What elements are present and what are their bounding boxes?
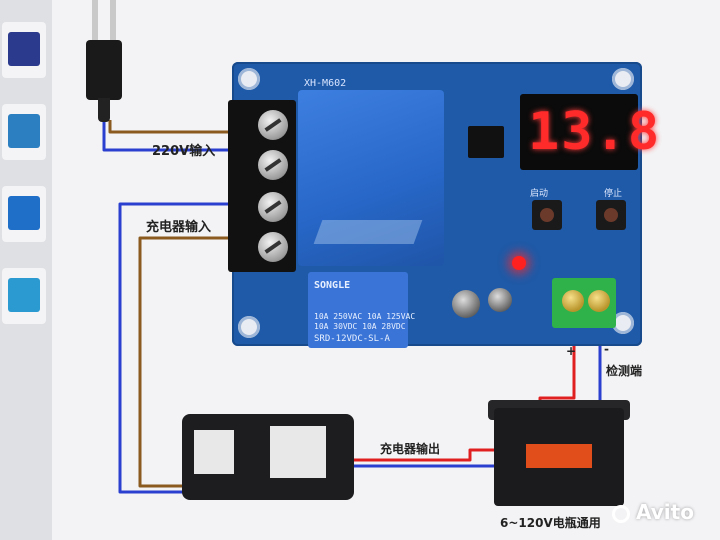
battery-note-label: 6~120V电瓶通用 <box>500 516 601 530</box>
negative-label: - <box>604 342 609 356</box>
mount-hole <box>612 68 634 90</box>
charger-wire-blue <box>118 202 250 494</box>
capacitor <box>488 288 512 312</box>
mains-input-label: 220V输入 <box>152 144 216 159</box>
thumbnail[interactable] <box>2 22 46 78</box>
stop-button[interactable] <box>596 200 626 230</box>
start-button-label: 启动 <box>530 189 549 199</box>
plug-prong <box>92 0 98 42</box>
charger-output-label: 充电器输出 <box>380 442 441 456</box>
power-plug <box>80 0 128 122</box>
mains-wire-brown <box>108 120 250 134</box>
battery-sticker <box>526 444 592 468</box>
detect-screw-positive <box>562 290 584 312</box>
detect-terminal-label: 检测端 <box>606 364 643 378</box>
mount-hole <box>238 316 260 338</box>
plug-body <box>86 40 122 100</box>
charger-sticker <box>270 426 326 478</box>
plug-cable <box>98 98 110 122</box>
charger-input-label: 充电器输入 <box>146 220 212 235</box>
start-button[interactable] <box>532 200 562 230</box>
avito-logo-icon <box>612 505 630 523</box>
terminal-screw <box>258 150 288 180</box>
thumbnail[interactable] <box>2 268 46 324</box>
plug-prong <box>110 0 116 42</box>
detect-screw-negative <box>588 290 610 312</box>
screw-terminal-block <box>228 100 296 272</box>
capacitor <box>452 290 480 318</box>
status-led <box>512 256 526 270</box>
relay: SONGLE 10A 250VAC 10A 125VAC 10A 30VDC 1… <box>308 272 415 348</box>
positive-label: + <box>566 344 577 358</box>
relay-model: SRD-12VDC-SL-A <box>314 334 390 344</box>
mains-wire-blue <box>102 120 250 152</box>
voltage-reading: 13.8 <box>528 102 662 162</box>
terminal-screw <box>258 232 288 262</box>
relay-brand: SONGLE <box>314 280 351 291</box>
thumbnail[interactable] <box>2 104 46 160</box>
detect-terminal-block <box>552 278 616 328</box>
thumbnail[interactable] <box>2 186 46 242</box>
charger-socket <box>194 430 234 474</box>
terminal-screw <box>258 192 288 222</box>
voltage-display: 13.8 <box>520 94 662 170</box>
terminal-screw <box>258 110 288 140</box>
relay-rating-2: 10A 30VDC 10A 28VDC <box>314 322 406 331</box>
watermark: Avito <box>636 500 694 524</box>
charger-unit <box>182 414 354 500</box>
microcontroller-chip <box>468 126 504 158</box>
relay-rating-1: 10A 250VAC 10A 125VAC <box>314 312 416 321</box>
board-model-label: XH-M602 <box>304 78 347 89</box>
thumbnail-strip <box>0 0 52 540</box>
stop-button-label: 停止 <box>604 189 623 199</box>
transformer <box>298 90 444 266</box>
mount-hole <box>238 68 260 90</box>
battery <box>494 408 624 506</box>
mount-hole <box>612 312 634 334</box>
charger-wire-brown <box>138 236 250 488</box>
